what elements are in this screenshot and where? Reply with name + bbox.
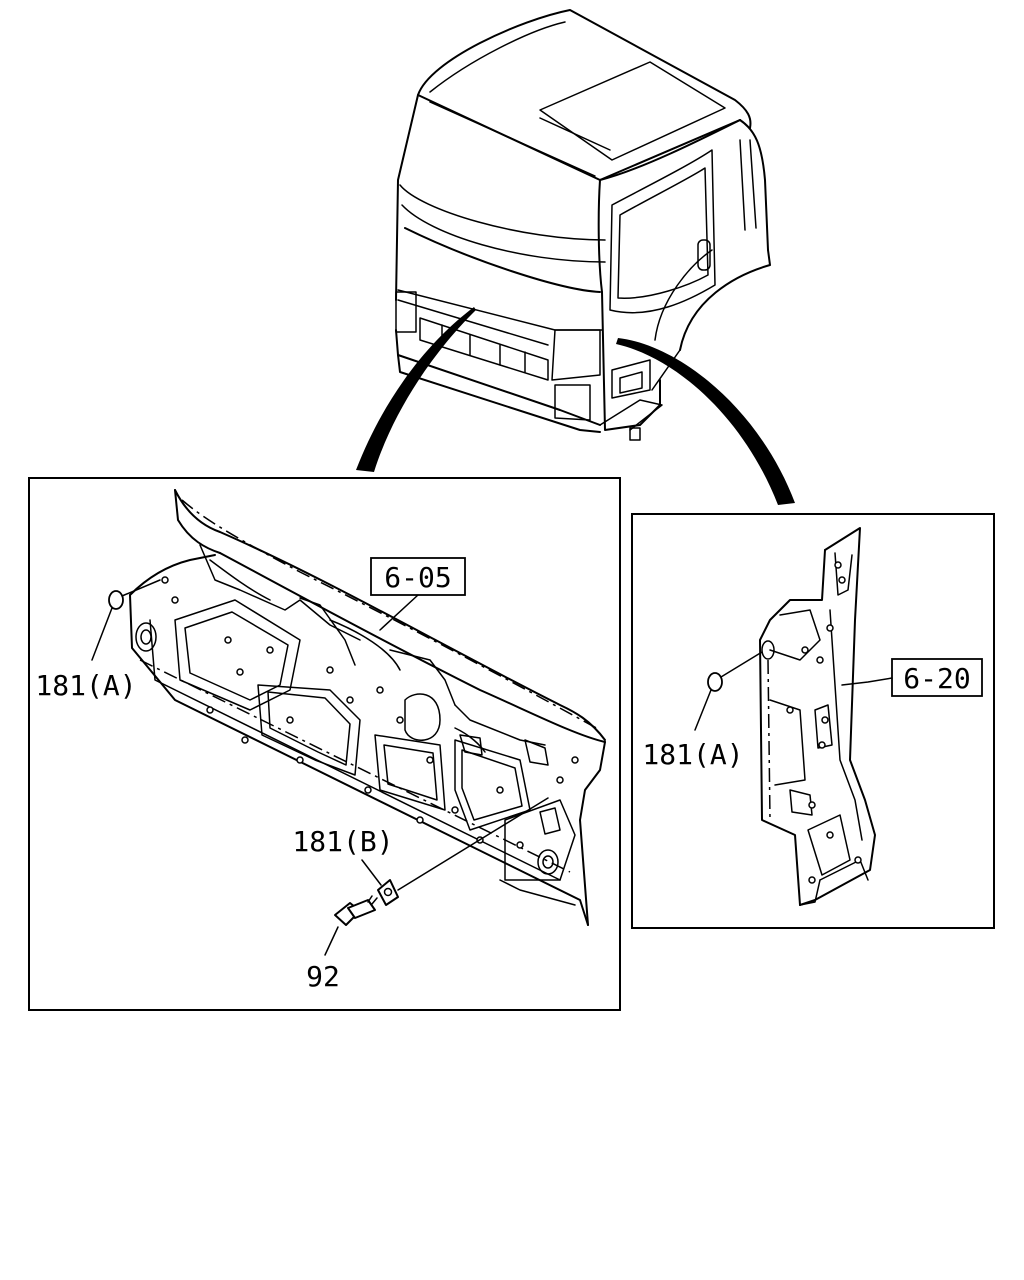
grommet-181b: [377, 879, 399, 906]
grommet-181a-right: [707, 672, 723, 692]
ref-box-6-20: [891, 658, 983, 697]
bolt-92: [334, 895, 378, 926]
detail-box-left: [28, 477, 621, 1011]
leader-arc-left: [356, 307, 476, 472]
truck-cab-illustration: [395, 9, 771, 441]
front-pillar-illustration: [759, 527, 876, 906]
ref-label-6-05: 6-05: [384, 561, 451, 594]
leader-6-20: [841, 677, 893, 686]
leader-181a-right-to-pillar: [720, 651, 763, 678]
leader-92-label: [324, 926, 339, 956]
leader-6-05: [379, 594, 419, 631]
leader-181a-left-to-panel: [121, 579, 161, 597]
leader-arc-right: [616, 338, 795, 505]
part-label-181b: 181(B): [292, 825, 393, 858]
part-label-181a-left: 181(A): [35, 669, 136, 702]
ref-label-6-20: 6-20: [903, 662, 970, 695]
part-label-181a-right: 181(A): [642, 738, 743, 771]
detail-box-right: [631, 513, 995, 929]
leader-181a-right-label: [694, 689, 712, 731]
dash-panel-illustration: [129, 489, 606, 926]
leader-181b-label: [361, 859, 382, 886]
part-label-92: 92: [306, 960, 340, 993]
grommet-181a-left: [108, 590, 124, 610]
leader-181a-left-label: [91, 607, 113, 661]
leader-181b-to-panel: [397, 797, 549, 891]
